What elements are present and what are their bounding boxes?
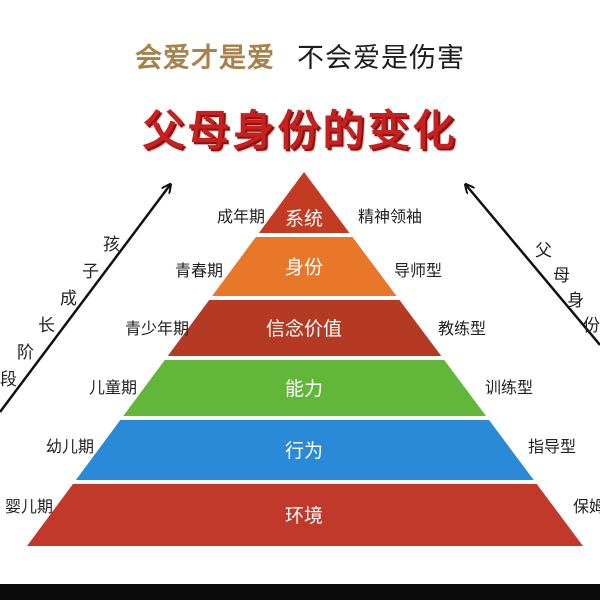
page-title: 父母身份的变化 (142, 106, 458, 155)
pyramid-layer (123, 360, 487, 416)
right-arrow-char: 份 (583, 316, 600, 336)
pyramid-layer (167, 300, 442, 356)
headline-part1: 会爱才是爱 (135, 43, 275, 74)
left-arrow-char: 孩 (103, 235, 120, 255)
left-arrow-char: 子 (82, 262, 99, 282)
stage-adult: 成年期 (216, 207, 265, 226)
right-arrow-char: 母 (553, 266, 570, 286)
left-growth-arrow (0, 185, 170, 413)
pyramid-layer (212, 237, 397, 296)
left-arrow-char: 成 (60, 289, 77, 309)
left-arrow-char: 长 (38, 316, 55, 336)
role-guide: 指导型 (528, 437, 577, 456)
role-coach: 教练型 (438, 319, 487, 338)
headline-part2: 不会爱是伤害 (297, 43, 465, 74)
pyramid-layer-label: 行为 (285, 440, 323, 462)
pyramid-layer-label: 身份 (285, 257, 323, 279)
right-arrow-char: 父 (535, 241, 552, 261)
stage-youth: 青春期 (174, 261, 223, 280)
pyramid-layer-label: 系统 (285, 208, 323, 230)
stage-toddler: 幼儿期 (45, 437, 94, 456)
stage-adolescent: 青少年期 (124, 319, 189, 338)
role-mentor: 导师型 (394, 261, 443, 280)
right-identity-arrow (466, 185, 600, 346)
right-arrow-char: 身 (567, 291, 584, 311)
pyramid-layer-label: 信念价值 (266, 317, 342, 340)
bottom-bar (0, 584, 600, 600)
pyramid-layer-label: 环境 (285, 505, 323, 527)
pyramid-layer (75, 420, 534, 480)
role-trainer: 训练型 (485, 378, 534, 397)
left-arrow-char: 段 (0, 370, 17, 390)
headline: 会爱才是爱不会爱是伤害 (0, 36, 600, 75)
role-spiritual-leader: 精神领袖 (358, 207, 423, 226)
pyramid-layer (27, 484, 583, 546)
pyramid-layer-label: 能力 (285, 378, 323, 400)
pyramid-layer (258, 172, 350, 233)
left-arrow-char: 阶 (17, 343, 34, 363)
stage-infant: 婴儿期 (4, 497, 53, 516)
role-nanny: 保姆型 (573, 497, 600, 516)
stage-childhood: 儿童期 (88, 378, 137, 397)
